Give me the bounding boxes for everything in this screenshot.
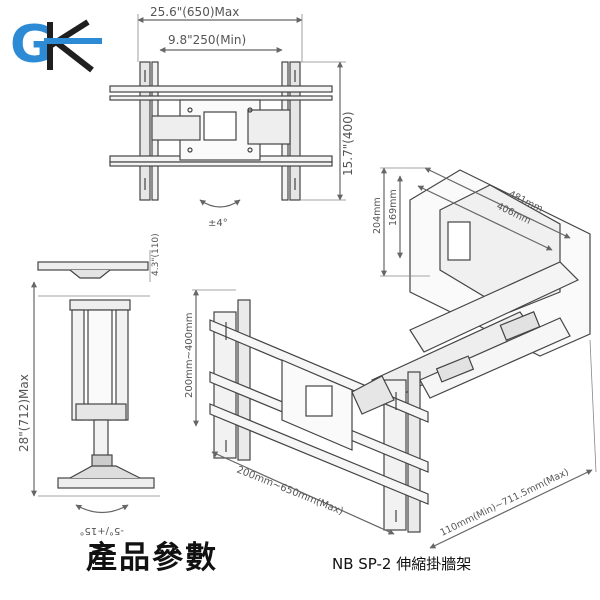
plate-height-2-label: 169mm <box>388 189 399 226</box>
plate-height-1-label: 204mm <box>372 197 383 234</box>
gk-logo: G <box>10 15 102 75</box>
side-view <box>31 250 160 514</box>
page-title: 產品參數 <box>86 540 218 576</box>
logo-bar <box>44 38 102 44</box>
logo-letter-g: G <box>10 15 53 75</box>
extension-range-label: 110mm(Min)~711.5mm(Max) <box>438 467 570 539</box>
vesa-vertical-label: 200mm~400mm <box>184 312 195 398</box>
main-view <box>192 167 597 549</box>
logo-letter-k <box>47 19 94 73</box>
top-view <box>109 14 346 208</box>
side-depth-label: 4.3"(110) <box>151 233 161 276</box>
top-height-label: 15.7"(400) <box>341 111 355 176</box>
tilt-label: ±4° <box>208 218 228 229</box>
model-label: NB SP-2 伸縮掛牆架 <box>332 555 472 573</box>
side-extension-label: 28"(712)Max <box>17 374 31 452</box>
vesa-horizontal-label: 200mm~650mm(Max) <box>235 465 345 518</box>
top-width-max-label: 25.6"(650)Max <box>150 5 239 19</box>
swivel-label: -5°/+15° <box>80 525 124 536</box>
top-width-min-label: 9.8"250(Min) <box>168 33 246 47</box>
